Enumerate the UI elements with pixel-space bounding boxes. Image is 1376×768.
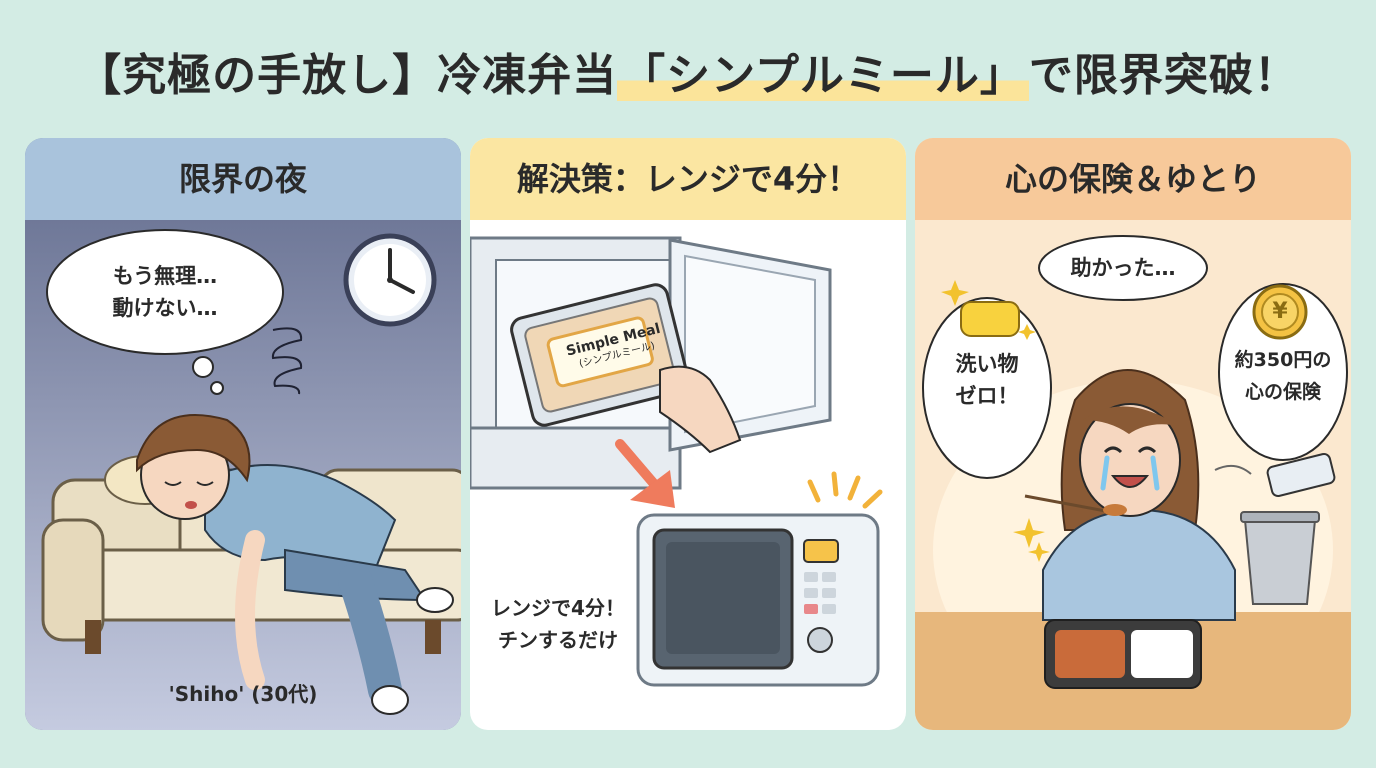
yen-coin-icon: [1252, 284, 1308, 340]
empty-container-icon: [1266, 452, 1336, 498]
title-highlight: 「シンプルミール」: [617, 50, 1029, 101]
panel-solution: 解決策：レンジで4分！: [470, 138, 906, 730]
relief-scene-illustration: [915, 220, 1351, 730]
thought-bubble-line-2: 動けない…: [112, 296, 218, 320]
speech-bubble-right-line-2: 心の保険: [1244, 381, 1321, 403]
night-scene-illustration: [25, 220, 461, 730]
down-arrow-icon: [615, 439, 675, 508]
yen-coin-symbol: ¥: [1272, 299, 1288, 324]
title-prefix: 【究極の手放し】冷凍弁当: [77, 50, 618, 101]
character-caption: 'Shiho' (30代): [168, 682, 318, 706]
sponge-icon: [960, 301, 1020, 337]
trash-can-icon: [1240, 511, 1320, 605]
solution-caption-line-1: レンジで4分！: [491, 596, 625, 620]
title-suffix: で限界突破！: [1028, 50, 1299, 101]
speech-bubble-right-icon: [1218, 283, 1348, 461]
thought-bubble-icon: [46, 229, 284, 395]
solution-caption: レンジで4分！ チンするだけ: [478, 592, 638, 656]
thought-bubble-line-1: もう無理…: [112, 264, 218, 288]
thought-bubble-text: もう無理… 動けない…: [65, 260, 265, 324]
wall-clock-icon: [343, 233, 437, 327]
speech-bubble-right-line-1: 約350円の: [1234, 349, 1332, 371]
bento-tray-icon: [1044, 619, 1202, 689]
sparkle-icon: [941, 280, 1050, 562]
solution-caption-line-2: チンするだけ: [498, 628, 618, 652]
panel-solution-body: Simple Meal (シンプルミール) レンジで4分！ チンするだけ: [470, 220, 906, 730]
speech-bubble-left-line-2: ゼロ！: [955, 384, 1019, 408]
meal-package-icon: [510, 283, 690, 427]
exhausted-person-icon: [104, 414, 454, 715]
hand-icon: [659, 365, 742, 454]
page-title: 【究極の手放し】冷凍弁当「シンプルミール」で限界突破！: [0, 40, 1376, 112]
sparkle-lines-icon: [807, 471, 883, 509]
panel-peace: 心の保険＆ゆとり: [915, 138, 1351, 730]
panel-night: 限界の夜: [25, 138, 461, 730]
panel-peace-body: 助かった… 洗い物 ゼロ！ 約350円の 心の保険 ¥: [915, 220, 1351, 730]
speech-bubble-center-icon: [1038, 235, 1208, 301]
panel-night-body: もう無理… 動けない… 'Shiho' (30代): [25, 220, 461, 730]
speech-bubble-left-text: 洗い物 ゼロ！: [927, 348, 1047, 412]
happy-woman-icon: [1024, 369, 1236, 621]
microwave-scene-illustration: [470, 236, 883, 687]
panel-solution-heading: 解決策：レンジで4分！: [470, 138, 906, 220]
speech-bubble-left-icon: [922, 297, 1052, 479]
curve-arrow-icon: [1214, 464, 1252, 475]
speech-bubble-center-text: 助かった…: [1070, 256, 1176, 280]
microwave-icon: [636, 513, 880, 687]
panel-peace-heading: 心の保険＆ゆとり: [915, 138, 1351, 220]
speech-bubble-right-text: 約350円の 心の保険: [1219, 344, 1347, 408]
panel-night-heading: 限界の夜: [25, 138, 461, 220]
speech-bubble-left-line-1: 洗い物: [955, 352, 1019, 376]
